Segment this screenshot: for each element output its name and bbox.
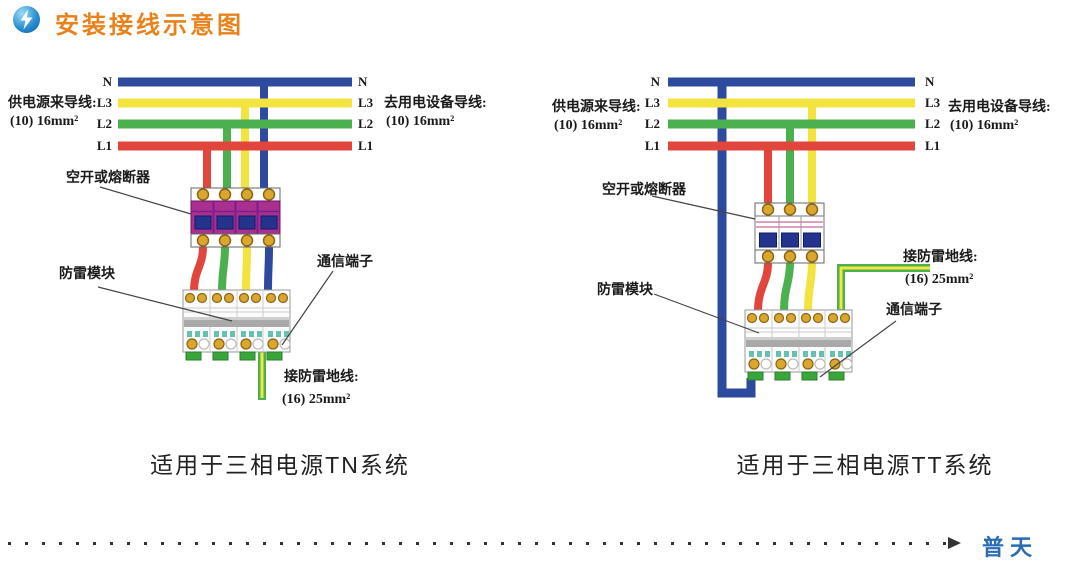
- tt-neutral-wire: [668, 77, 915, 398]
- tt-bus-label-l1-left: L1: [644, 138, 660, 153]
- tt-spd-indicators: [749, 351, 851, 357]
- tn-breaker-screws: [196, 188, 276, 247]
- tn-bus-label-l1-left: L1: [96, 138, 112, 153]
- tn-leader-lines: [97, 186, 334, 346]
- tn-ground-label-line2: (16) 25mm²: [282, 392, 351, 407]
- tt-comm-terminal-label: 通信端子: [886, 303, 942, 318]
- tt-breaker-screws: [761, 203, 819, 263]
- tt-spd-test-ports: [760, 358, 853, 370]
- tn-spd-test-ports: [198, 338, 291, 350]
- tn-spd-module: [182, 289, 291, 361]
- tt-l1-wire: [668, 141, 915, 312]
- tt-bus-label-n-left: N: [650, 74, 660, 89]
- tn-breaker-toggles: [194, 215, 278, 230]
- tn-bus-label-n-left: N: [102, 74, 112, 89]
- tt-breaker: [754, 202, 825, 264]
- tn-spd-indicators: [187, 331, 289, 337]
- tn-l1-wire: [118, 141, 352, 292]
- tn-outgoing-label-line2: (10) 16mm²: [386, 114, 455, 129]
- tn-spd-bottom-screws: [186, 338, 279, 350]
- tn-spd-ground-tabs: [185, 351, 283, 361]
- page-title: 安装接线示意图: [55, 12, 244, 39]
- tt-bus-label-l3-right: L3: [925, 95, 941, 110]
- tt-l2-wire: [668, 119, 915, 312]
- tt-ground-wire: [837, 264, 930, 311]
- tt-bus-label-l1-right: L1: [925, 138, 941, 153]
- tn-l2-wire: [118, 119, 352, 292]
- tn-breaker-label: 空开或熔断器: [66, 171, 150, 186]
- tn-outgoing-label-line1: 去用电设备导线:: [384, 96, 487, 111]
- tt-spd-label: 防雷模块: [597, 283, 653, 298]
- tt-breaker-toggles: [759, 232, 821, 248]
- lightning-bolt-glyph: [20, 9, 33, 30]
- lightning-bolt-icon: [13, 6, 40, 33]
- tt-spd-top-screws: [746, 312, 851, 324]
- tt-bus-label-l2-right: L2: [925, 116, 941, 131]
- footer-arrow-icon: [948, 537, 961, 549]
- tn-spd-label: 防雷模块: [59, 267, 115, 282]
- tn-spd-rail: [184, 317, 289, 327]
- brand-logo-text: 普天: [982, 535, 1039, 560]
- tn-bus-label-n-right: N: [358, 74, 368, 89]
- tt-leader-lines: [651, 195, 897, 378]
- tt-incoming-label-line2: (10) 16mm²: [554, 118, 623, 133]
- tt-caption: 适用于三相电源TT系统: [736, 452, 994, 478]
- tt-spd-module: [744, 309, 853, 381]
- tn-spd-top-screws: [184, 292, 289, 304]
- tt-bus-label-n-right: N: [925, 74, 935, 89]
- tt-ground-label-line2: (16) 25mm²: [905, 272, 974, 287]
- tt-ground-label-line1: 接防雷地线:: [903, 250, 978, 265]
- tt-spd-bottom-screws: [748, 358, 841, 370]
- tt-incoming-label-line1: 供电源来导线:: [552, 100, 641, 115]
- tn-bus-label-l2-right: L2: [358, 116, 374, 131]
- tn-incoming-label-line2: (10) 16mm²: [10, 114, 79, 129]
- tt-breaker-dividers: [778, 216, 802, 250]
- tn-comm-terminal-label: 通信端子: [317, 255, 373, 270]
- tt-breaker-label: 空开或熔断器: [602, 183, 686, 198]
- tn-breaker: [190, 187, 281, 248]
- tn-breaker-dividers: [191, 201, 280, 234]
- tn-bus-label-l3-right: L3: [358, 95, 374, 110]
- tt-bus-label-l2-left: L2: [644, 116, 660, 131]
- tt-bus-label-l3-left: L3: [644, 95, 660, 110]
- tt-breaker-stripes: [756, 221, 823, 228]
- tn-caption: 适用于三相电源TN系统: [150, 452, 410, 478]
- tn-bus-label-l2-left: L2: [96, 116, 112, 131]
- footer-dotted-line: [8, 542, 946, 545]
- tt-outgoing-label-line1: 去用电设备导线:: [948, 100, 1051, 115]
- tt-spd-rail: [746, 337, 851, 347]
- tt-spd-ground-tabs: [747, 371, 845, 381]
- tt-outgoing-label-line2: (10) 16mm²: [950, 118, 1019, 133]
- tn-ground-label-line1: 接防雷地线:: [284, 370, 359, 385]
- tn-incoming-label-line1: 供电源来导线:: [8, 96, 97, 111]
- tn-bus-label-l1-right: L1: [358, 138, 374, 153]
- tn-bus-label-l3-left: L3: [96, 95, 112, 110]
